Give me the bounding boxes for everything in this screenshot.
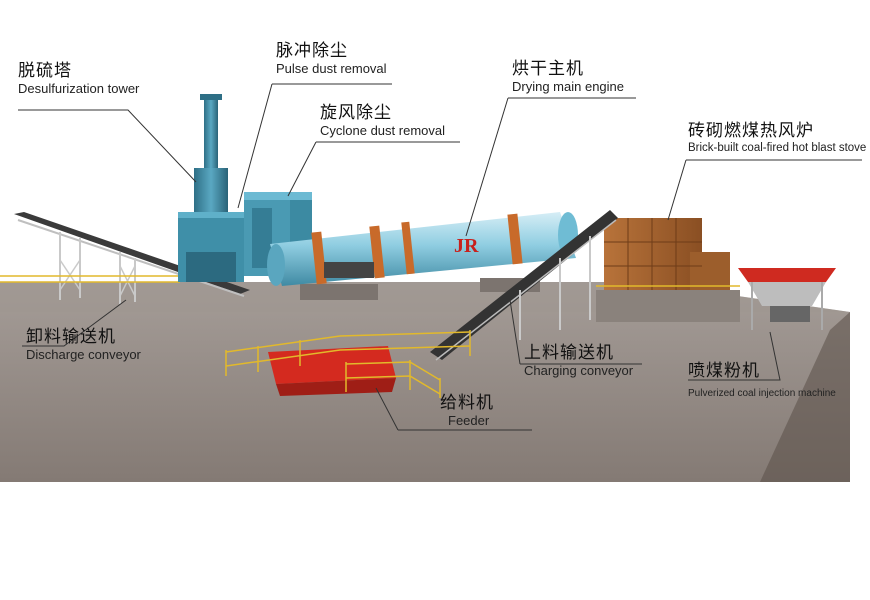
label-en: Discharge conveyor — [26, 346, 141, 362]
label-drying-main-engine: 烘干主机 Drying main engine — [512, 59, 625, 94]
label-hot-blast-stove: 砖砌燃煤热风炉 Brick-built coal-fired hot blast… — [688, 121, 867, 155]
drum-logo-icon: JR — [454, 235, 479, 257]
leader-lines — [18, 83, 862, 431]
label-desulfurization-tower: 脱硫塔 Desulfurization tower — [18, 61, 140, 96]
label-zh: 上料输送机 — [524, 343, 614, 363]
hot-blast-stove — [596, 218, 740, 322]
label-zh: 喷煤粉机 — [688, 361, 760, 381]
label-zh: 烘干主机 — [512, 59, 584, 79]
label-en: Brick-built coal-fired hot blast stove — [688, 141, 867, 154]
back-railing — [0, 275, 180, 283]
label-discharge-conveyor: 卸料输送机 Discharge conveyor — [26, 327, 141, 362]
label-cyclone-dust-removal: 旋风除尘 Cyclone dust removal — [320, 103, 445, 138]
label-zh: 脉冲除尘 — [276, 41, 348, 61]
label-charging-conveyor: 上料输送机 Charging conveyor — [524, 343, 634, 378]
label-zh: 脱硫塔 — [18, 61, 72, 81]
label-feeder: 给料机 Feeder — [440, 393, 494, 428]
label-zh: 给料机 — [440, 393, 494, 413]
label-en: Charging conveyor — [524, 362, 634, 378]
label-en: Desulfurization tower — [18, 80, 140, 96]
label-en: Drying main engine — [512, 78, 625, 94]
drying-drum — [267, 212, 578, 286]
label-en: Cyclone dust removal — [320, 122, 445, 138]
label-zh: 砖砌燃煤热风炉 — [688, 121, 814, 141]
svg-text:JR: JR — [454, 235, 479, 257]
label-en: Feeder — [448, 412, 490, 428]
label-en: Pulse dust removal — [276, 60, 387, 76]
label-en: Pulverized coal injection machine — [688, 387, 836, 399]
feeder — [225, 330, 471, 398]
label-zh: 旋风除尘 — [320, 103, 392, 123]
charging-conveyor — [430, 210, 618, 361]
pulverized-coal-machine — [738, 268, 836, 330]
label-pulse-dust-removal: 脉冲除尘 Pulse dust removal — [276, 41, 387, 76]
label-pulverized-coal-machine: 喷煤粉机 Pulverized coal injection machine — [688, 361, 836, 399]
label-zh: 卸料输送机 — [26, 327, 116, 347]
desulfurization-tower — [178, 94, 244, 282]
